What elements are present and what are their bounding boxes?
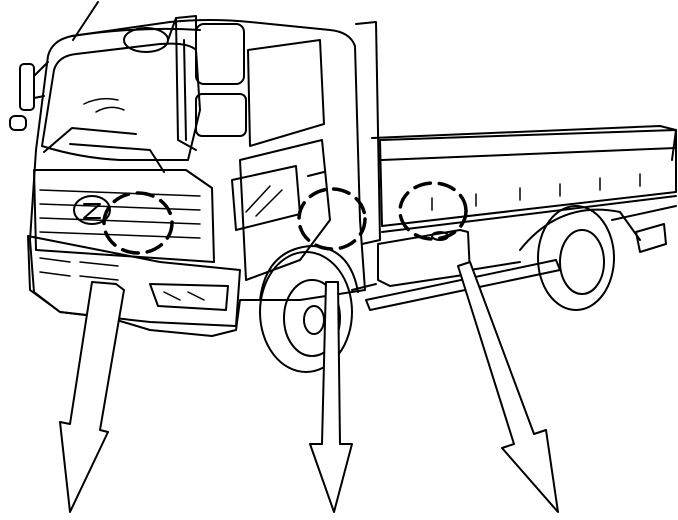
- wiper-right: [70, 144, 164, 172]
- front-fascia: [34, 170, 214, 262]
- callout-arrow-front-grille: [60, 282, 124, 512]
- right-lower-mirror: [196, 94, 246, 136]
- bumper-slots: [40, 258, 118, 280]
- front-wheel-arch: [260, 246, 358, 300]
- roof-marker: [124, 28, 168, 52]
- callout-arrow-front-wheel-arch: [310, 282, 352, 512]
- mud-flap: [636, 224, 666, 252]
- rear-tire: [538, 206, 614, 310]
- cargo-bed-side: [380, 130, 676, 226]
- left-mirror: [20, 64, 34, 110]
- quarter-window-glare: [246, 186, 282, 216]
- right-mirror: [196, 24, 244, 84]
- windshield-glare: [84, 99, 124, 112]
- cargo-bed-lower-rail: [382, 196, 676, 232]
- cargo-bed-rail: [382, 148, 676, 160]
- headlamp: [150, 284, 228, 310]
- mirror-bracket: [168, 16, 196, 150]
- rear-rim: [560, 230, 604, 294]
- left-lower-mirror: [10, 116, 26, 130]
- door-window: [248, 40, 324, 146]
- callout-circle-front-wheel-arch: [299, 189, 365, 249]
- front-hub: [304, 306, 324, 334]
- callout-arrow-side-fuel-tank: [458, 262, 558, 512]
- front-bumper: [28, 236, 240, 326]
- headlamp-inner: [164, 292, 204, 300]
- door-handle: [308, 172, 324, 176]
